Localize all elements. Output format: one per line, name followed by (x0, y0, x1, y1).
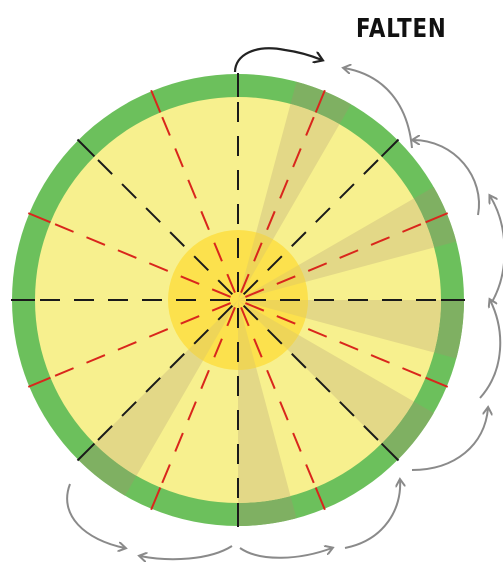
curved-arrow-icon (235, 48, 322, 72)
curved-arrow-icon (140, 546, 232, 559)
diagram-title: FALTEN (356, 14, 447, 44)
curved-arrow-icon (67, 484, 125, 548)
curved-arrow-icon (480, 300, 500, 398)
curved-arrow-icon (240, 548, 332, 558)
curved-arrow-icon (490, 196, 503, 302)
